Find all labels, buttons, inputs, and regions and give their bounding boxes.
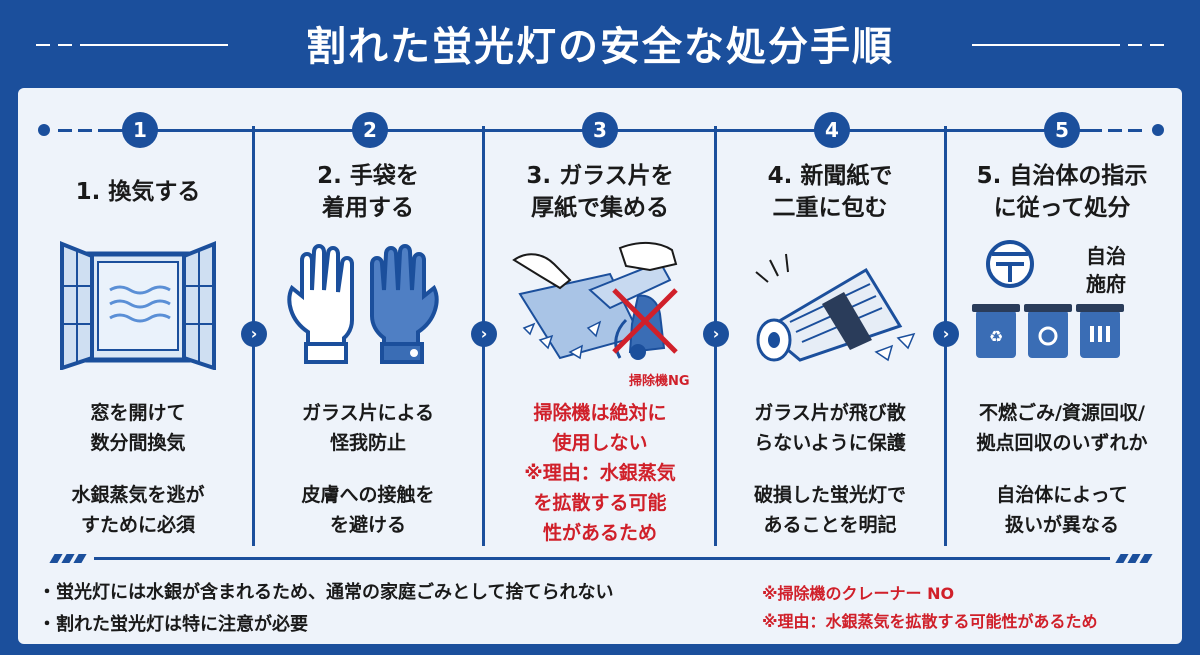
timeline-dash	[78, 129, 92, 132]
footer-rule	[94, 557, 1110, 560]
vacuum-ng-label: 掃除機NG	[629, 374, 690, 389]
glass-collect-icon	[512, 242, 678, 360]
step-3: 3. ガラス片を 厚紙で集める 掃除機NG 掃除機は絶対に	[486, 158, 714, 548]
municipal-logo-icon: ♻	[972, 240, 1124, 358]
footer-slash	[1115, 554, 1129, 563]
timeline-dash	[1128, 129, 1142, 132]
footer-warning: ※理由：水銀蒸気を拡散する可能性があるため	[762, 612, 1098, 631]
step-desc-primary: 窓を開けて 数分間換気	[90, 402, 186, 454]
step-number-4: 4	[814, 112, 850, 148]
steps-panel: 1 2 3 4 5 › › › › 1. 換気する	[18, 88, 1182, 644]
step-2: 2. 手袋を 着用する ガラス片による 怪我防止 皮膚への接触を を避ける	[254, 158, 482, 548]
step-title: 4. 新聞紙で 二重に包む	[767, 163, 893, 221]
step-1: 1. 換気する 窓を開けて 数分間換気 水銀蒸気を逃が すために必須	[24, 158, 252, 548]
step-number-3: 3	[582, 112, 618, 148]
footer-slash	[61, 554, 75, 563]
timeline-dash	[1108, 129, 1122, 132]
timeline-dot	[1152, 124, 1164, 136]
chevron-right-icon: ›	[703, 321, 729, 347]
step-desc-secondary: 水銀蒸気を逃が すために必須	[71, 484, 205, 536]
title-dash	[58, 44, 72, 46]
step-number-2: 2	[352, 112, 388, 148]
timeline-dot	[38, 124, 50, 136]
step-title: 1. 換気する	[75, 179, 201, 205]
step-desc-primary: ガラス片による 怪我防止	[301, 402, 435, 454]
step-title: 3. ガラス片を 厚紙で集める	[526, 163, 674, 221]
footer-slash	[49, 554, 63, 563]
gloves-icon	[287, 244, 439, 364]
footer-warning: ※掃除機のクレーナー NO	[762, 584, 955, 603]
title-dash	[1150, 44, 1164, 46]
step-desc-warning: 掃除機は絶対に 使用しない	[533, 402, 667, 454]
step-title: 2. 手袋を 着用する	[317, 163, 419, 221]
footer-slash	[1127, 554, 1141, 563]
step-desc-secondary: 自治体によって 扱いが異なる	[996, 484, 1128, 536]
step-5: 5. 自治体の指示 に従って処分 ♻	[948, 158, 1176, 548]
footer-slash	[1139, 554, 1153, 563]
chevron-right-icon: ›	[471, 321, 497, 347]
footer-note: ・割れた蛍光灯は特に注意が必要	[38, 614, 308, 635]
title-rule-left	[80, 44, 228, 46]
chevron-right-icon: ›	[933, 321, 959, 347]
step-4: 4. 新聞紙で 二重に包む ガラス片が飛び散 らないように保護 破損した蛍光灯で…	[716, 158, 944, 548]
footer-slash	[73, 554, 87, 563]
title-bar: 割れた蛍光灯の安全な処分手順	[0, 0, 1200, 88]
step-number-5: 5	[1044, 112, 1080, 148]
title-dash	[1128, 44, 1142, 46]
svg-text:♻: ♻	[989, 327, 1003, 346]
step-desc-secondary: 破損した蛍光灯で あることを明記	[753, 484, 906, 536]
recycle-bin-icon: ♻	[972, 304, 1124, 358]
step-title: 5. 自治体の指示 に従って処分	[976, 163, 1148, 221]
page-title: 割れた蛍光灯の安全な処分手順	[306, 24, 894, 70]
footer-note: ・蛍光灯には水銀が含まれるため、通常の家庭ごみとして捨てられない	[38, 582, 614, 603]
title-dash	[36, 44, 50, 46]
step-desc-reason: ※理由：水銀蒸気 を拡散する可能 性があるため	[524, 462, 676, 544]
step-number-1: 1	[122, 112, 158, 148]
chevron-right-icon: ›	[241, 321, 267, 347]
step-desc-primary: 不燃ごみ/資源回収/ 拠点回収のいずれか	[976, 402, 1148, 454]
newspaper-roll-icon	[755, 253, 916, 362]
title-rule-right	[972, 44, 1120, 46]
step-desc-primary: ガラス片が飛び散 らないように保護	[754, 402, 906, 454]
window-icon	[60, 241, 216, 370]
timeline-dash	[58, 129, 72, 132]
municipal-sign-text: 自治 施府	[1086, 244, 1126, 296]
step-desc-secondary: 皮膚への接触を を避ける	[301, 484, 435, 536]
vacuum-ng-icon	[612, 288, 678, 360]
